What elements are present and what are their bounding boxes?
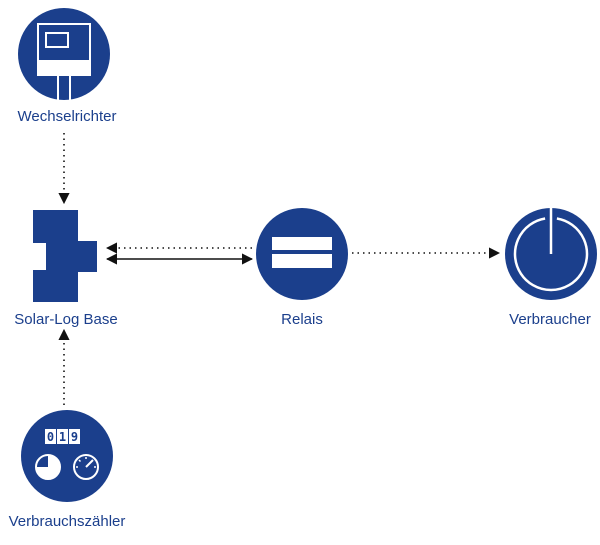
inverter-label: Wechselrichter [17, 108, 117, 125]
energy-meter-icon: 0 1 9 [21, 410, 113, 502]
solarlog-label: Solar-Log Base [14, 311, 118, 328]
meter-digit: 0 [47, 430, 54, 444]
meter-label: Verbrauchszähler [8, 513, 126, 530]
inverter-icon [18, 8, 110, 100]
relay-label: Relais [281, 311, 323, 328]
meter-digit: 9 [71, 430, 78, 444]
meter-counter: 0 1 9 [45, 429, 80, 444]
meter-dial-right [73, 454, 99, 480]
solar-log-device-icon [33, 210, 97, 302]
relay-icon [256, 208, 348, 300]
meter-digit: 1 [59, 430, 66, 444]
power-button-icon [505, 207, 597, 300]
consumer-label: Verbraucher [509, 311, 591, 328]
meter-dial-left [35, 454, 61, 480]
